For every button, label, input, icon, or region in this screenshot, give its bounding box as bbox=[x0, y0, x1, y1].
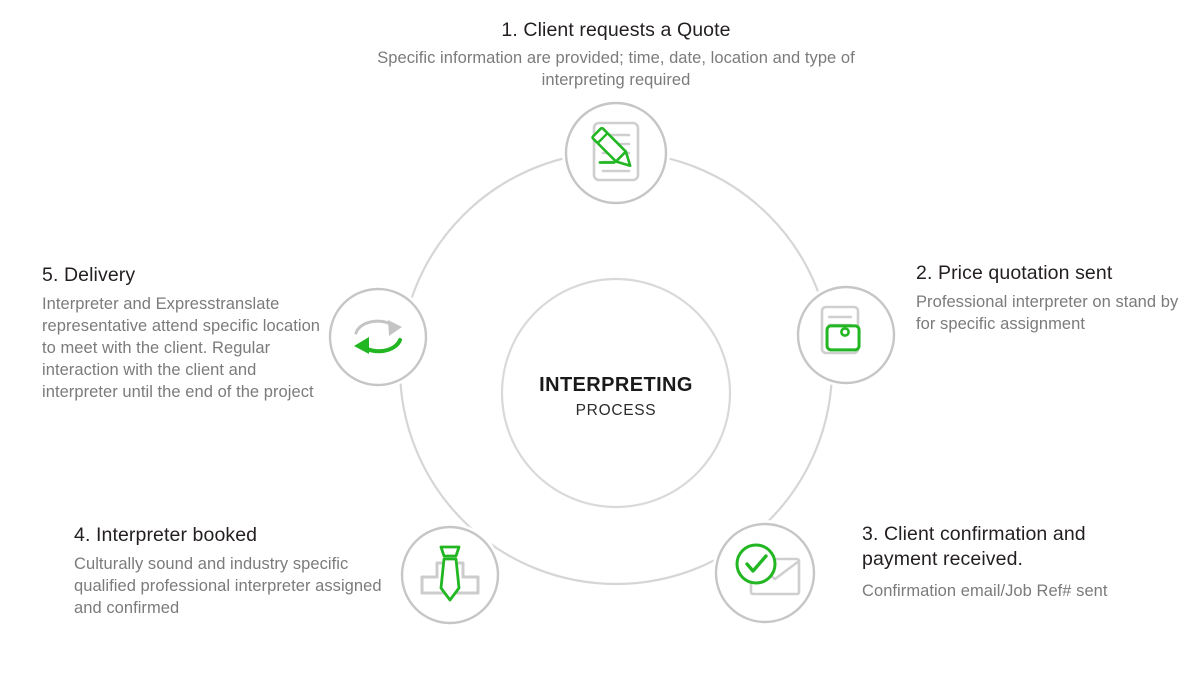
step-1-title: 1. Client requests a Quote bbox=[501, 19, 731, 41]
node-step-1[interactable] bbox=[564, 101, 668, 205]
step-4-title: 4. Interpreter booked bbox=[74, 524, 258, 546]
envelope-check-icon bbox=[735, 543, 801, 596]
node-step-3[interactable] bbox=[714, 522, 816, 624]
step-3-description: Confirmation email/Job Ref# sent bbox=[862, 581, 1108, 600]
node-step-2[interactable] bbox=[796, 285, 896, 385]
step-text-5: 5. Delivery Interpreter and Expresstrans… bbox=[42, 263, 330, 404]
hub-subtitle: PROCESS bbox=[576, 402, 657, 419]
step-5-description: Interpreter and Expresstranslate represe… bbox=[42, 294, 321, 401]
hub-title: INTERPRETING bbox=[539, 374, 693, 396]
necktie-suit-icon bbox=[420, 545, 480, 602]
node-step-5[interactable] bbox=[328, 287, 428, 387]
step-2-description: Professional interpreter on stand by for… bbox=[916, 292, 1179, 333]
step-4-description: Culturally sound and industry specific q… bbox=[74, 554, 382, 617]
step-text-2: 2. Price quotation sent Professional int… bbox=[916, 261, 1184, 336]
node-step-4[interactable] bbox=[400, 525, 500, 625]
document-price-tag-icon bbox=[820, 305, 861, 355]
step-text-3: 3. Client confirmation and payment recei… bbox=[862, 522, 1162, 603]
step-5-title: 5. Delivery bbox=[42, 264, 136, 286]
refresh-cycle-arrows-icon bbox=[354, 319, 402, 354]
document-pencil-icon bbox=[591, 121, 640, 182]
step-text-4: 4. Interpreter booked Culturally sound a… bbox=[74, 523, 384, 620]
hub-circle bbox=[500, 277, 732, 509]
step-2-title: 2. Price quotation sent bbox=[916, 262, 1113, 284]
step-text-1: 1. Client requests a Quote Specific info… bbox=[360, 18, 872, 92]
node-circle-5 bbox=[328, 287, 428, 387]
step-3-title: 3. Client confirmation and payment recei… bbox=[862, 523, 1086, 570]
step-1-description: Specific information are provided; time,… bbox=[377, 48, 855, 89]
